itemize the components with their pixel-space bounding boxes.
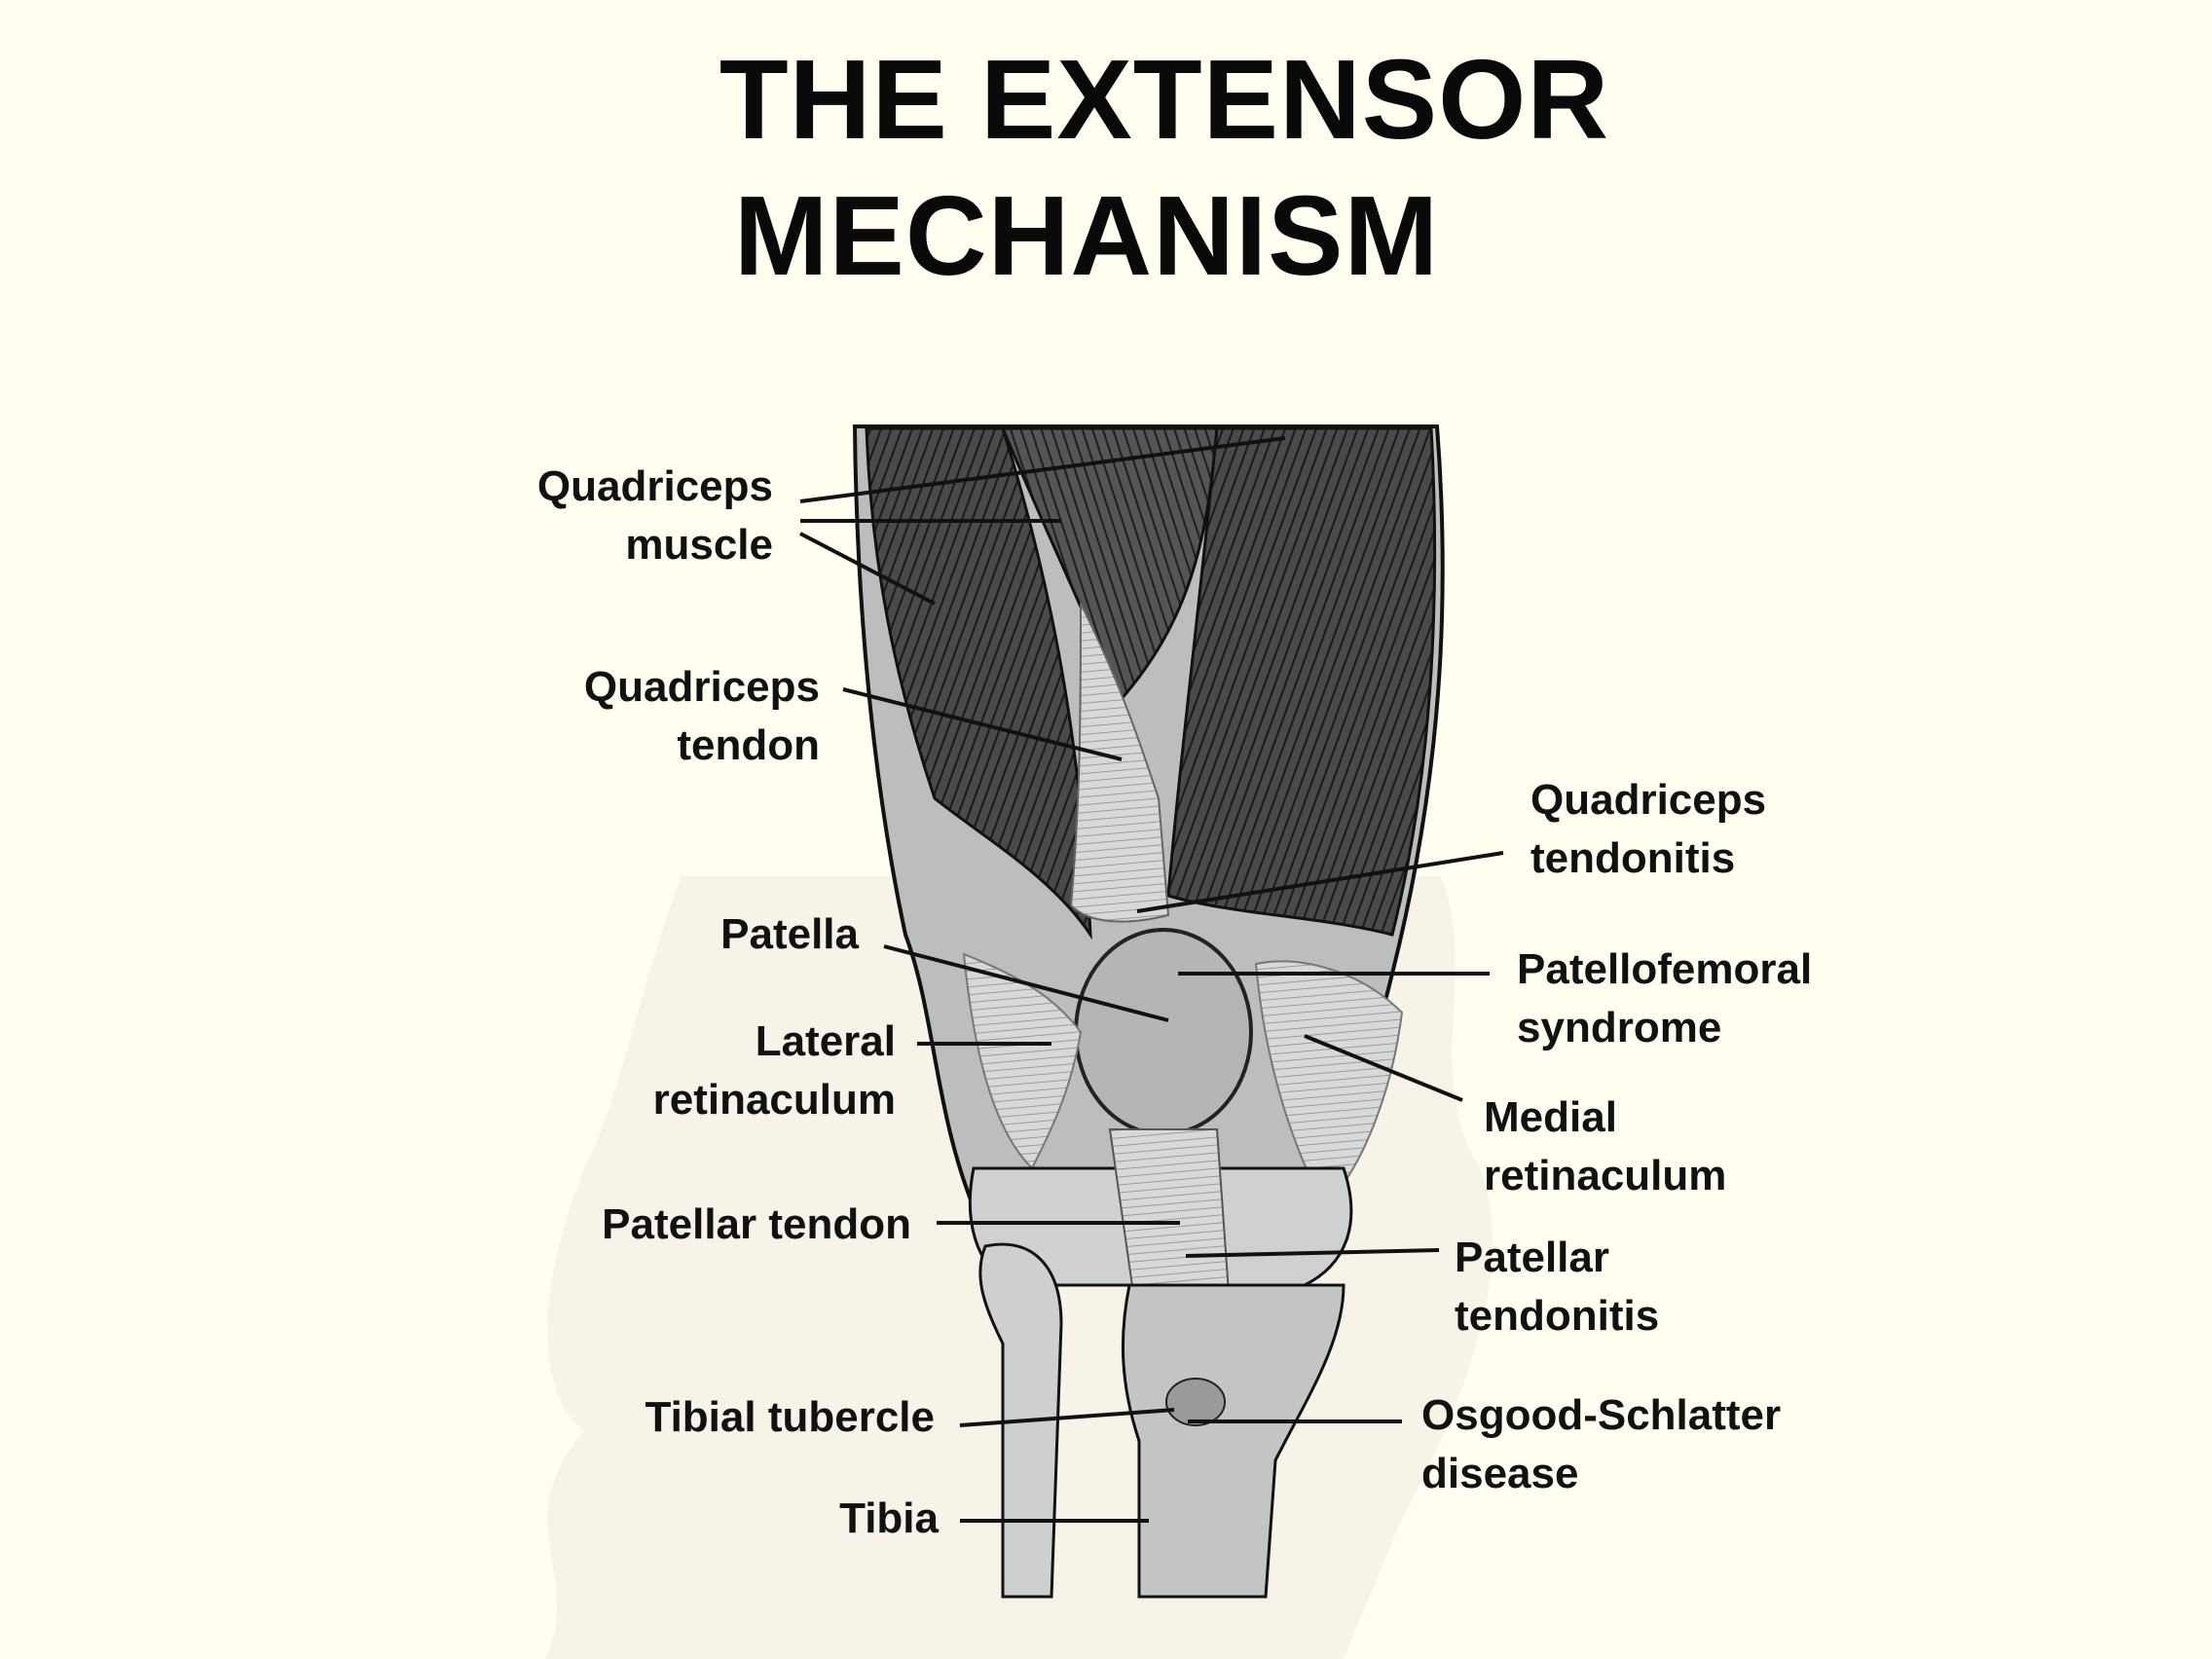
leader-quad-muscle-1 bbox=[799, 436, 1286, 503]
label-patellofemoral-syndrome-line2: syndrome bbox=[1517, 1004, 1722, 1051]
leader-patella bbox=[883, 944, 1169, 1022]
label-patellofemoral-syndrome: Patellofemoral syndrome bbox=[1517, 940, 1812, 1057]
title-line-1: THE EXTENSOR bbox=[719, 36, 1610, 163]
label-osgood-schlatter-line1: Osgood-Schlatter bbox=[1421, 1391, 1782, 1439]
label-osgood-schlatter-line2: disease bbox=[1421, 1450, 1579, 1497]
label-patella-line1: Patella bbox=[720, 910, 859, 958]
label-quadriceps-tendonitis-line2: tendonitis bbox=[1530, 834, 1736, 882]
label-osgood-schlatter-disease: Osgood-Schlatter disease bbox=[1421, 1386, 1781, 1503]
label-quadriceps-muscle-line1: Quadriceps bbox=[536, 462, 773, 510]
leader-patellar-tendonitis bbox=[1185, 1248, 1440, 1258]
leader-medial-retinaculum bbox=[1304, 1034, 1463, 1102]
label-patellar-tendonitis-line1: Patellar bbox=[1455, 1234, 1609, 1281]
label-quadriceps-tendonitis: Quadriceps tendonitis bbox=[1530, 771, 1766, 888]
vastus-lateralis-muscle bbox=[865, 426, 1092, 940]
label-quadriceps-tendon-line1: Quadriceps bbox=[583, 663, 820, 711]
leader-tibial-tubercle bbox=[959, 1408, 1175, 1427]
tibia-bone bbox=[1121, 1283, 1346, 1599]
leader-quad-tendon bbox=[842, 687, 1123, 761]
leader-quad-tendonitis bbox=[1136, 851, 1504, 913]
leader-quad-muscle-3 bbox=[799, 532, 936, 606]
label-patellar-tendonitis: Patellar tendonitis bbox=[1455, 1229, 1659, 1346]
tibial-tubercle-bump bbox=[1165, 1378, 1226, 1426]
label-tibial-tubercle: Tibial tubercle bbox=[645, 1388, 936, 1447]
label-patellar-tendon: Patellar tendon bbox=[602, 1196, 911, 1254]
quadriceps-tendon bbox=[1069, 603, 1170, 923]
title-line-2: MECHANISM bbox=[733, 172, 1440, 299]
label-medial-retinaculum-line2: retinaculum bbox=[1484, 1152, 1727, 1199]
label-patella: Patella bbox=[720, 905, 859, 964]
label-quadriceps-tendon-line2: tendon bbox=[677, 721, 820, 769]
patella-bone bbox=[1074, 928, 1253, 1136]
leader-lines bbox=[799, 436, 1504, 1523]
label-tibia-line1: Tibia bbox=[839, 1494, 939, 1542]
label-quadriceps-tendon: Quadriceps tendon bbox=[584, 658, 820, 775]
label-tibia: Tibia bbox=[839, 1490, 939, 1548]
lateral-retinaculum-tissue bbox=[962, 952, 1083, 1170]
label-patellar-tendon-line1: Patellar tendon bbox=[602, 1200, 911, 1248]
label-patellofemoral-syndrome-line1: Patellofemoral bbox=[1517, 945, 1813, 993]
label-lateral-retinaculum-line1: Lateral bbox=[755, 1017, 896, 1065]
label-patellar-tendonitis-line2: tendonitis bbox=[1455, 1292, 1660, 1340]
vastus-medialis-muscle bbox=[1166, 426, 1437, 937]
label-lateral-retinaculum-line2: retinaculum bbox=[652, 1076, 896, 1124]
label-lateral-retinaculum: Lateral retinaculum bbox=[653, 1013, 896, 1129]
label-quadriceps-muscle: Quadriceps muscle bbox=[537, 458, 773, 574]
label-tibial-tubercle-line1: Tibial tubercle bbox=[645, 1393, 936, 1441]
label-medial-retinaculum: Medial retinaculum bbox=[1484, 1088, 1726, 1205]
label-medial-retinaculum-line1: Medial bbox=[1484, 1093, 1617, 1141]
label-quadriceps-muscle-line2: muscle bbox=[625, 521, 773, 569]
label-quadriceps-tendonitis-line1: Quadriceps bbox=[1530, 776, 1767, 824]
